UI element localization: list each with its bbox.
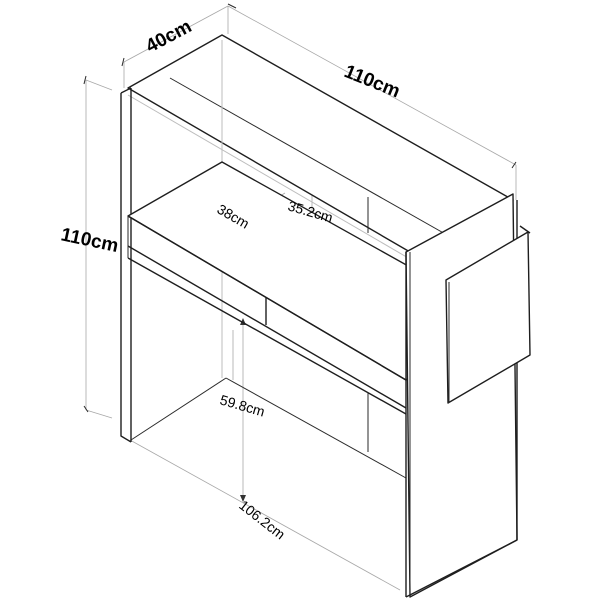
cabinet-body bbox=[120, 34, 531, 598]
label-depth: 40cm bbox=[142, 16, 195, 57]
label-height: 110cm bbox=[59, 224, 120, 257]
label-width: 110cm bbox=[341, 61, 403, 102]
label-inner-width: 106.2cm bbox=[236, 497, 288, 543]
side-plaque bbox=[445, 231, 531, 404]
label-lower-height: 59.8cm bbox=[218, 392, 267, 420]
dimension-lines bbox=[85, 5, 517, 591]
